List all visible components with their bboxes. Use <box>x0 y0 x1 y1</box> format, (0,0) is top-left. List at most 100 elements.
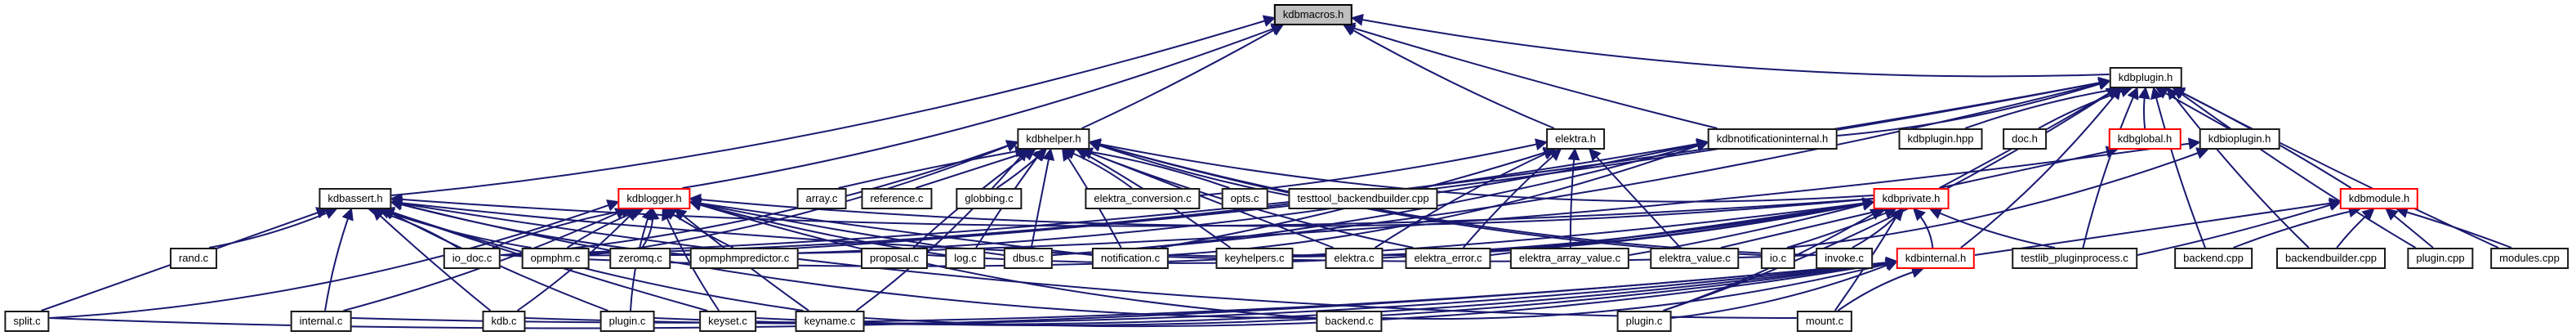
include-edge <box>372 208 492 311</box>
include-edge <box>1720 205 1887 249</box>
include-edge <box>324 207 354 311</box>
include-edge <box>1462 148 1562 249</box>
graph-node-kdbplugin-h[interactable]: kdbplugin.h <box>2109 67 2182 88</box>
graph-node-keyname-c[interactable]: keyname.c <box>795 311 865 332</box>
include-edge <box>1342 22 1718 129</box>
include-edge <box>927 197 1875 264</box>
include-edge <box>2233 205 2361 249</box>
include-edge <box>1671 259 1899 319</box>
include-edge <box>2336 208 2375 249</box>
graph-node-array-c[interactable]: array.c <box>796 188 847 209</box>
graph-node-doc-h[interactable]: doc.h <box>2003 128 2047 150</box>
graph-node-testtool-backendbuilder-cpp[interactable]: testtool_backendbuilder.cpp <box>1288 188 1438 209</box>
graph-node-io-c[interactable]: io.c <box>1760 248 1796 269</box>
graph-node-notification-c[interactable]: notification.c <box>1091 248 1170 269</box>
graph-node-io-doc-c[interactable]: io_doc.c <box>443 248 501 269</box>
graph-node-reference-c[interactable]: reference.c <box>861 188 933 209</box>
graph-node-proposal-c[interactable]: proposal.c <box>861 248 928 269</box>
include-edge <box>377 207 532 249</box>
graph-node-invoke-c[interactable]: invoke.c <box>1816 248 1873 269</box>
graph-node-plugin-c2[interactable]: plugin.c <box>1616 311 1672 332</box>
graph-node-elektra-h[interactable]: elektra.h <box>1546 128 1605 150</box>
include-edge <box>390 198 1317 320</box>
include-edge <box>589 140 1019 256</box>
include-edge <box>838 145 1028 189</box>
graph-node-opts-c[interactable]: opts.c <box>1221 188 1268 209</box>
graph-node-split-c[interactable]: split.c <box>4 311 50 332</box>
graph-node-mount-c[interactable]: mount.c <box>1796 311 1853 332</box>
include-edge <box>49 199 620 319</box>
graph-node-kdbmacros-h: kdbmacros.h <box>1273 4 1353 25</box>
include-edge <box>391 15 1277 196</box>
graph-node-kdbglobal-h[interactable]: kdbglobal.h <box>2108 128 2182 150</box>
include-edge <box>1786 147 2209 249</box>
graph-node-opmphm-c[interactable]: opmphm.c <box>521 248 590 269</box>
graph-node-kdbassert-h[interactable]: kdbassert.h <box>319 188 392 209</box>
graph-node-elektra-c[interactable]: elektra.c <box>1325 248 1384 269</box>
graph-node-keyhelpers-c[interactable]: keyhelpers.c <box>1215 248 1294 269</box>
include-edge <box>1567 147 1580 249</box>
graph-node-plugin-cpp[interactable]: plugin.cpp <box>2407 248 2474 269</box>
graph-node-backend-c[interactable]: backend.c <box>1316 311 1383 332</box>
include-edge <box>1837 266 1924 311</box>
graph-node-zeromq-c[interactable]: zeromq.c <box>609 248 671 269</box>
include-edge <box>1964 83 2124 129</box>
graph-node-backendbuilder-cpp[interactable]: backendbuilder.cpp <box>2275 248 2387 269</box>
include-edge <box>662 207 720 311</box>
include-edge <box>1350 13 2110 78</box>
include-edge <box>2385 208 2434 249</box>
include-edge <box>1939 146 2119 189</box>
include-edge <box>1081 24 1284 129</box>
include-edge <box>1074 145 1230 189</box>
include-edge <box>1913 208 1934 249</box>
include-edge <box>1343 24 1555 129</box>
graph-node-testlib-pluginprocess-c[interactable]: testlib_pluginprocess.c <box>2012 248 2137 269</box>
graph-node-kdbioplugin-h[interactable]: kdbioplugin.h <box>2199 128 2280 150</box>
graph-node-backend-cpp[interactable]: backend.cpp <box>2174 248 2253 269</box>
graph-node-plugin-c[interactable]: plugin.c <box>599 311 655 332</box>
include-edge <box>1374 148 1557 249</box>
graph-node-globbing-c[interactable]: globbing.c <box>956 188 1023 209</box>
graph-node-kdb-c[interactable]: kdb.c <box>482 311 526 332</box>
include-edge <box>390 197 1798 319</box>
graph-node-kdbhelper-h[interactable]: kdbhelper.h <box>1017 128 1090 150</box>
graph-node-keyset-c[interactable]: keyset.c <box>699 311 756 332</box>
include-edge <box>2137 86 2150 129</box>
graph-node-kdbnotificationinternal-h[interactable]: kdbnotificationinternal.h <box>1707 128 1838 150</box>
graph-node-log-c[interactable]: log.c <box>945 248 986 269</box>
graph-node-elektra-value-c[interactable]: elektra_value.c <box>1650 248 1740 269</box>
include-edge <box>1786 207 1897 249</box>
include-edge <box>2150 86 2206 249</box>
include-edge <box>2137 199 2342 256</box>
include-edge <box>1030 147 1055 249</box>
graph-node-kdblogger-h[interactable]: kdblogger.h <box>617 188 691 209</box>
include-edge <box>2166 87 2310 249</box>
include-edge <box>1928 208 2056 249</box>
graph-node-kdbinternal-h[interactable]: kdbinternal.h <box>1896 248 1976 269</box>
include-edge <box>1052 139 1709 256</box>
graph-node-kdbmodule-h[interactable]: kdbmodule.h <box>2339 188 2419 209</box>
include-edge <box>1837 78 2111 137</box>
graph-node-opmphmpredictor-c[interactable]: opmphmpredictor.c <box>689 248 799 269</box>
include-edge <box>1382 258 1899 320</box>
include-edge <box>689 193 1874 227</box>
graph-node-elektra-conversion-c[interactable]: elektra_conversion.c <box>1085 188 1201 209</box>
include-edge <box>1088 138 1874 203</box>
graph-node-internal-c[interactable]: internal.c <box>290 311 352 332</box>
include-edge <box>2155 87 2229 129</box>
graph-node-modules-cpp[interactable]: modules.cpp <box>2490 248 2569 269</box>
include-edge <box>2395 206 2512 249</box>
include-edge <box>2082 86 2139 249</box>
graph-node-dbus-c[interactable]: dbus.c <box>1003 248 1054 269</box>
include-edge <box>1052 77 2111 256</box>
graph-node-elektra-array-value-c[interactable]: elektra_array_value.c <box>1509 248 1630 269</box>
graph-node-kdbplugin-hpp[interactable]: kdbplugin.hpp <box>1898 128 1983 150</box>
graph-node-rand-c[interactable]: rand.c <box>169 248 218 269</box>
include-edge <box>682 23 1285 189</box>
include-edge <box>1960 87 2122 249</box>
graph-node-kdbprivate-h[interactable]: kdbprivate.h <box>1873 188 1950 209</box>
include-edge <box>351 256 1899 324</box>
graph-node-elektra-error-c[interactable]: elektra_error.c <box>1405 248 1491 269</box>
